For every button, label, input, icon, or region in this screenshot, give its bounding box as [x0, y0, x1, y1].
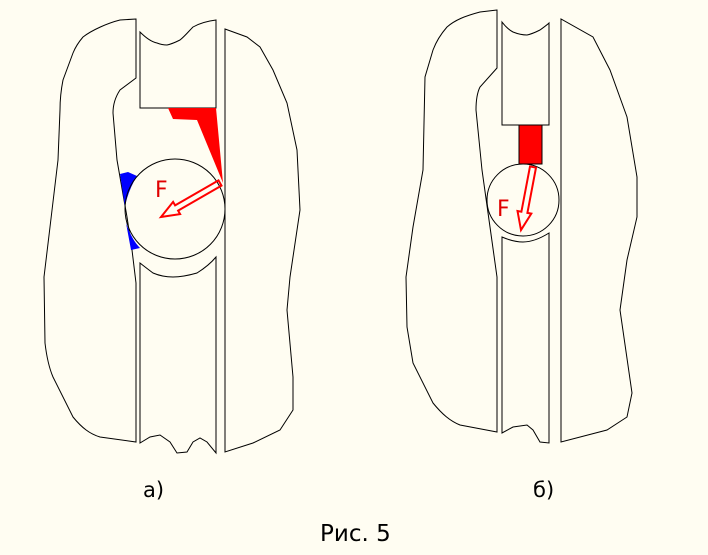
ball-a: [124, 158, 226, 260]
left-body-b: [405, 9, 498, 433]
force-arrow-a: [158, 179, 223, 219]
wedge-a: [168, 108, 223, 183]
figure-label-b: б): [533, 478, 554, 502]
contact-zone-lower-a: [126, 223, 140, 250]
force-arrow-b: [516, 165, 538, 233]
ball-b: [486, 163, 560, 237]
figure-label-a: а): [143, 478, 164, 502]
lower-rod-a: [139, 255, 217, 455]
pusher-b: [518, 124, 543, 165]
right-body-a: [224, 28, 301, 453]
figure-a: F а): [43, 18, 301, 502]
force-label-b: F: [497, 197, 510, 222]
left-body-a: [43, 18, 137, 443]
caption: Рис. 5: [320, 521, 391, 547]
force-label-a: F: [155, 178, 168, 203]
figure-b: F б): [405, 9, 638, 502]
right-body-b: [560, 18, 638, 443]
lower-rod-b: [501, 232, 550, 444]
upper-rod-a: [139, 19, 217, 109]
upper-rod-b: [501, 20, 550, 126]
